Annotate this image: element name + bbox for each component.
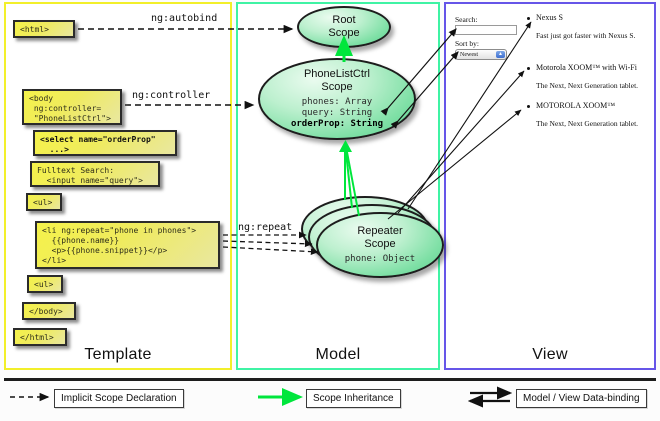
phone-name: Nexus S [536,13,563,22]
code-box-fulltext-search: Fulltext Search: <input name="query"> [30,161,160,187]
code-box-body-close: </body> [22,302,76,320]
scope-phonelistctrl: PhoneListCtrl Scope phones: Array query:… [258,58,416,140]
column-label-view: View [532,346,568,363]
scope-repeater: Repeater Scope phone: Object [316,212,444,278]
code-box-html-close: </html> [13,328,67,346]
code-box-select: <select name="orderProp" ...> [33,130,177,156]
scope-root-title-line2: Scope [328,27,360,39]
column-label-template: Template [84,346,152,363]
legend: Implicit Scope Declaration Scope Inherit… [4,378,656,418]
view-search-input[interactable] [455,25,517,35]
scope-repeater-title-line1: Repeater [357,225,403,237]
legend-item-scope-inheritance: Scope Inheritance [306,389,401,408]
view-search-label: Search: [455,15,478,24]
list-bullet [527,17,530,20]
code-box-html-open: <html> [13,20,75,38]
scope-phonelistctrl-title-line2: Scope [321,81,353,93]
scope-phonelistctrl-title-line1: PhoneListCtrl [303,68,371,80]
scope-root-title-line1: Root [332,14,356,26]
phone-snippet: The Next, Next Generation tablet. [536,119,639,128]
scope-props-plain: phones: Array query: String [301,97,373,118]
phone-name: MOTOROLA XOOM™ [536,101,616,110]
edge-label-ng-repeat: ng:repeat [238,222,293,233]
scope-root: Root Scope [297,6,391,48]
phone-snippet: Fast just got faster with Nexus S. [536,31,636,40]
scope-phonelistctrl-props: phones: Array query: String orderProp: S… [291,97,383,130]
chevron-updown-icon: ▲ [496,51,505,58]
scope-props-orderprop: orderProp: String [290,119,384,129]
scope-repeater-title-line2: Scope [364,238,396,250]
phone-snippet: The Next, Next Generation tablet. [536,81,639,90]
edge-label-ng-controller: ng:controller [132,90,211,101]
column-label-model: Model [315,346,361,363]
legend-divider [4,378,656,381]
view-sort-select[interactable]: Newest ▲ [455,49,507,60]
list-bullet [527,67,530,70]
phone-name: Motorola XOOM™ with Wi-Fi [536,63,637,72]
legend-item-model-view-data-binding: Model / View Data-binding [516,389,647,408]
view-sort-label: Sort by: [455,39,479,48]
code-box-ul-close: <ul> [27,275,63,293]
edge-label-ng-autobind: ng:autobind [151,13,218,24]
code-box-ul-open: <ul> [26,193,62,211]
view-sort-selected-value: Newest [460,52,478,58]
legend-item-implicit-scope-declaration: Implicit Scope Declaration [54,389,184,408]
list-bullet [527,105,530,108]
code-box-body-open: <body ng:controller= "PhoneListCtrl"> [22,89,122,125]
scope-repeater-props: phone: Object [344,254,416,264]
code-box-li-repeat: <li ng:repeat="phone in phones"> {{phone… [35,221,220,269]
